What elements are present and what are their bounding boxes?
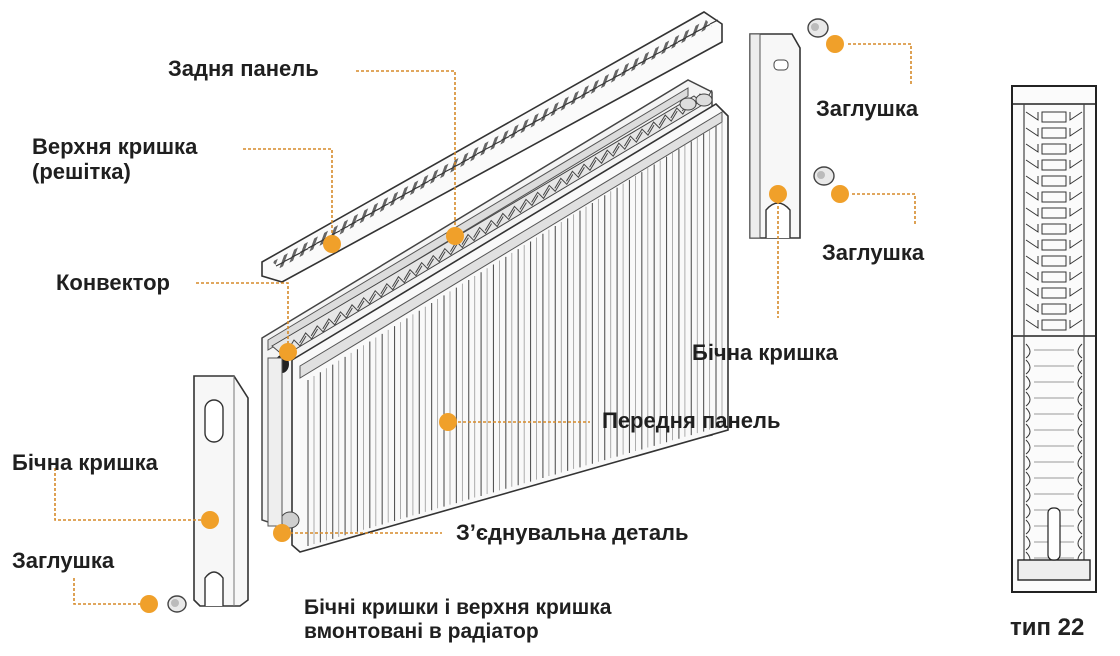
installation-note-line1: Бічні кришки і верхня кришка	[304, 596, 612, 619]
marker-connecting	[273, 524, 291, 542]
marker-side-cover-right	[769, 185, 787, 203]
installation-note-line2: вмонтовані в радіатор	[304, 620, 539, 644]
label-side-cover-left: Бічна кришка	[12, 450, 158, 475]
label-side-cover-right: Бічна кришка	[692, 340, 838, 365]
type-label: тип 22	[1010, 614, 1085, 641]
label-plug-middle: Заглушка	[822, 240, 925, 265]
markers	[140, 35, 849, 613]
leader-plug-top	[848, 43, 912, 84]
label-plug-top: Заглушка	[816, 96, 919, 121]
label-rear-panel: Задня панель	[168, 56, 319, 81]
right-side-cover	[749, 33, 801, 239]
leader-side-cover-left	[54, 468, 205, 521]
label-front-panel: Передня панель	[602, 408, 781, 433]
marker-top-cover	[323, 235, 341, 253]
marker-side-cover-left	[201, 511, 219, 529]
label-plug-bottom: Заглушка	[12, 548, 115, 573]
marker-rear-panel	[446, 227, 464, 245]
leader-plug-middle	[852, 193, 916, 226]
leader-convector	[196, 282, 289, 348]
pipe-ends	[267, 93, 713, 529]
plug-cap-middle	[813, 166, 835, 186]
plug-cap-top	[807, 18, 829, 38]
front-panel-body	[291, 102, 729, 553]
installation-note: Бічні кришки і верхня кришка вмонтовані …	[304, 596, 611, 644]
label-top-cover-line1: Верхня кришка	[32, 134, 198, 159]
marker-plug-middle	[831, 185, 849, 203]
marker-plug-bottom	[140, 595, 158, 613]
marker-plug-top	[826, 35, 844, 53]
left-side-cover	[193, 375, 249, 607]
label-convector: Конвектор	[56, 270, 170, 295]
label-top-cover-line2: (решітка)	[32, 159, 131, 185]
marker-convector	[279, 343, 297, 361]
leader-rear-panel	[356, 70, 456, 232]
marker-front-panel	[439, 413, 457, 431]
leader-top-cover	[243, 148, 333, 240]
label-connecting-part: З’єднувальна деталь	[456, 520, 689, 545]
label-top-cover: Верхня кришка (решітка)	[32, 134, 197, 185]
leader-plug-bottom	[73, 578, 144, 605]
convector	[271, 89, 713, 357]
plug-cap-bottom	[167, 595, 187, 613]
type22-profile	[1011, 85, 1097, 593]
leader-lines	[54, 43, 916, 605]
